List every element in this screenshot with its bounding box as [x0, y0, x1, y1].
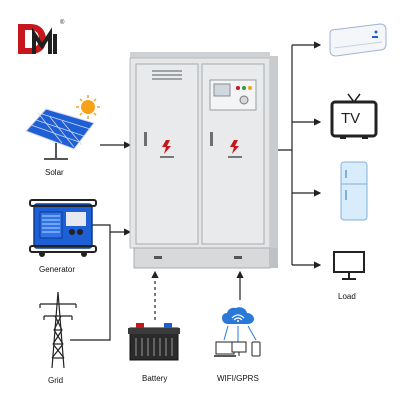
power-tower-icon: [39, 291, 77, 369]
solar-panel-icon: [25, 95, 100, 160]
generator-icon: [29, 199, 97, 257]
tv-icon: [330, 93, 378, 139]
solar-label: Solar: [45, 168, 64, 177]
sun-icon: [76, 95, 100, 119]
wifi-label: WIFI/GPRS: [217, 374, 259, 383]
dm-logo: ®: [16, 18, 64, 58]
refrigerator-icon: [340, 161, 368, 221]
monitor-icon: [333, 251, 365, 280]
power-cabinet-icon: [129, 52, 278, 269]
registered-mark: ®: [60, 20, 65, 26]
battery-label: Battery: [142, 374, 168, 383]
dm-logo-icon: [18, 24, 57, 54]
cloud-devices-icon: [214, 307, 261, 357]
generator-label: Generator: [39, 265, 76, 274]
grid-line: [70, 232, 111, 341]
battery-icon: [128, 323, 180, 361]
generator-arrow: [90, 224, 132, 236]
tv-text: TV: [341, 110, 361, 127]
grid-label: Grid: [48, 376, 64, 385]
air-conditioner-icon: [329, 23, 387, 57]
load-label: Load: [338, 292, 356, 301]
